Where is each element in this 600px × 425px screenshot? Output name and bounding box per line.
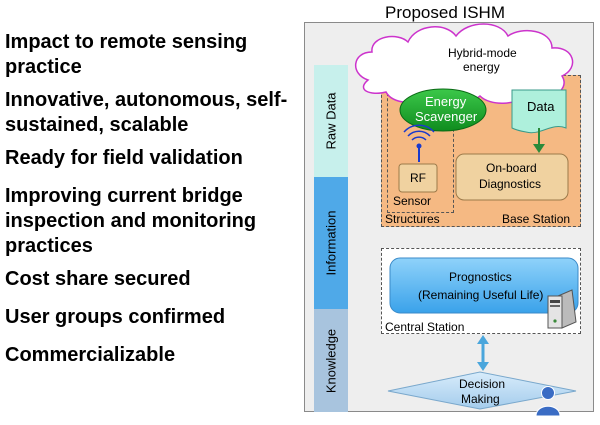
band-knowledge: Knowledge [314,309,348,412]
prognostics-label-line1: Prognostics [449,270,512,284]
structures-label: Structures [385,212,440,226]
prognostics-node [389,257,579,314]
bidirectional-arrow [477,335,489,371]
bullet-item: Innovative, autonomous, self-sustained, … [5,89,288,136]
bullet-item: Commercializable [5,344,176,366]
onboard-diagnostics-label-line2: Diagnostics [479,177,542,191]
onboard-diagnostics-node [455,153,569,201]
user-icon [535,386,561,417]
rf-label: RF [410,171,426,185]
energy-scavenger-label-line2: Scavenger [415,109,478,124]
data-to-diagnostics-arrow [533,128,545,153]
hybrid-energy-label-line1: Hybrid-mode [448,46,517,60]
server-tower-icon [547,289,577,329]
central-station-label: Central Station [385,320,465,334]
energy-scavenger-label-line1: Energy [425,94,467,109]
energy-scavenger-node [399,88,487,132]
diagram-title: Proposed ISHM [385,3,505,22]
onboard-diagnostics-label-line1: On-board [486,161,537,175]
data-label: Data [527,99,555,114]
base-station-label: Base Station [502,212,571,226]
prognostics-label-line2: (Remaining Useful Life) [418,288,544,302]
data-node [511,89,567,134]
bullet-list: Impact to remote sensing practice Innova… [5,30,297,381]
bullet-item: Ready for field validation [5,147,243,169]
band-information: Information [314,177,348,309]
decision-making-label-line1: Decision [459,377,506,391]
sensor-label: Sensor [393,194,432,208]
decision-making-node [387,371,577,410]
bullet-item: Cost share secured [5,268,191,290]
bullet-item: Impact to remote sensing practice [5,31,248,78]
bullet-item: User groups confirmed [5,306,226,328]
bullet-item: Improving current bridge inspection and … [5,185,257,257]
hybrid-energy-label-line2: energy [463,60,500,74]
rf-node [398,163,438,193]
antenna-icon [403,124,435,162]
band-raw-data: Raw Data [314,65,348,177]
decision-making-label-line2: Making [461,392,500,406]
